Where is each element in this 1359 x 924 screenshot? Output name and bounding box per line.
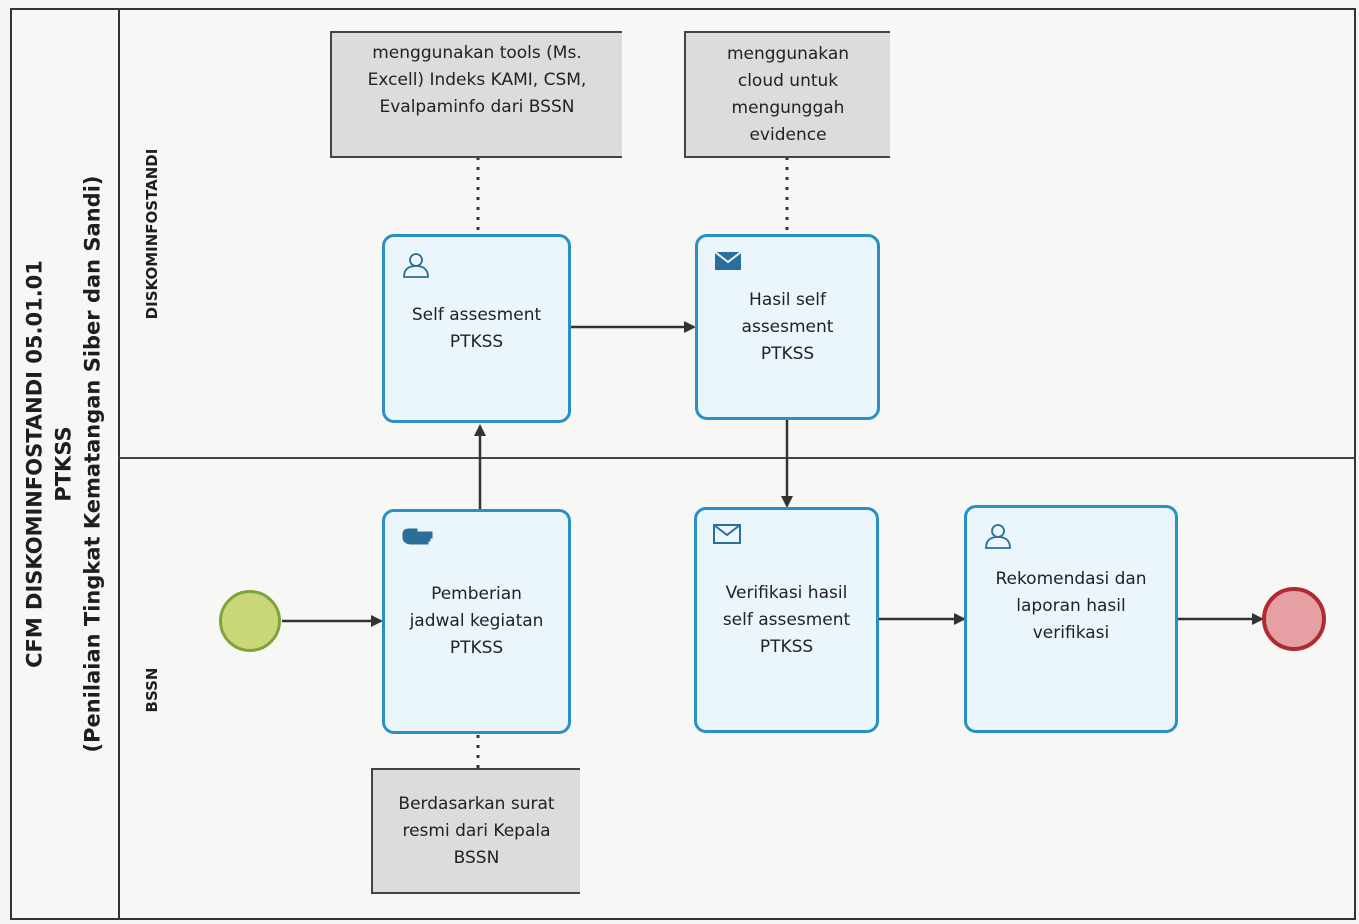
receive-message-icon bbox=[713, 524, 741, 544]
pool-header-divider bbox=[118, 8, 120, 920]
annotation-tools-line-1: menggunakan tools (Ms. bbox=[372, 43, 582, 63]
task-self-assessment-line-2: PTKSS bbox=[449, 331, 504, 352]
user-task-icon bbox=[985, 524, 1011, 549]
task-rekomendasi-line-3: verifikasi bbox=[1032, 623, 1110, 643]
task-hasil-self-assessment[interactable]: Hasil self assesment PTKSS bbox=[695, 234, 880, 420]
lane-divider bbox=[118, 457, 1356, 459]
annotation-surat-line-2: resmi dari Kepala bbox=[402, 820, 551, 841]
task-rekomendasi-line-2: laporan hasil bbox=[1016, 596, 1126, 616]
task-pemberian-line-1: Pemberian bbox=[431, 584, 522, 604]
task-pemberian-line-2: jadwal kegiatan bbox=[409, 611, 544, 631]
task-self-assessment[interactable]: Self assesment PTKSS bbox=[382, 234, 571, 423]
start-event[interactable] bbox=[219, 590, 281, 652]
task-verifikasi[interactable]: Verifikasi hasil self assesment PTKSS bbox=[694, 507, 879, 733]
user-task-icon bbox=[403, 253, 429, 278]
task-pemberian-jadwal[interactable]: Pemberian jadwal kegiatan PTKSS bbox=[382, 509, 571, 734]
send-message-icon bbox=[714, 251, 742, 270]
annotation-cloud-line-4: evidence bbox=[749, 124, 827, 145]
task-verifikasi-line-1: Verifikasi hasil bbox=[725, 582, 848, 603]
annotation-cloud-line-1: menggunakan bbox=[726, 43, 850, 64]
pool-frame bbox=[10, 8, 1356, 920]
task-pemberian-line-3: PTKSS bbox=[449, 638, 504, 658]
task-rekomendasi-line-1: Rekomendasi dan bbox=[995, 569, 1147, 589]
annotation-cloud-line-2: cloud untuk bbox=[737, 70, 839, 91]
task-hasil-line-2: assesment bbox=[741, 316, 834, 337]
annotation-tools-line-3: Evalpaminfo dari BSSN bbox=[379, 97, 575, 117]
end-event[interactable] bbox=[1262, 587, 1326, 651]
task-verifikasi-line-2: self assesment bbox=[722, 609, 851, 630]
task-rekomendasi[interactable]: Rekomendasi dan laporan hasil verifikasi bbox=[964, 505, 1178, 733]
annotation-surat-line-1: Berdasarkan surat bbox=[398, 793, 555, 814]
annotation-tools: menggunakan tools (Ms. Excell) Indeks KA… bbox=[330, 31, 622, 158]
task-self-assessment-line-1: Self assesment bbox=[411, 304, 542, 325]
annotation-surat: Berdasarkan surat resmi dari Kepala BSSN bbox=[371, 768, 580, 894]
annotation-cloud: menggunakan cloud untuk mengunggah evide… bbox=[684, 31, 890, 158]
manual-task-icon bbox=[402, 528, 433, 545]
task-hasil-line-1: Hasil self bbox=[749, 289, 826, 310]
task-hasil-line-3: PTKSS bbox=[760, 343, 815, 364]
annotation-tools-line-2: Excell) Indeks KAMI, CSM, bbox=[367, 70, 587, 90]
task-verifikasi-line-3: PTKSS bbox=[759, 636, 814, 657]
annotation-surat-line-3: BSSN bbox=[453, 847, 500, 868]
annotation-cloud-line-3: mengunggah bbox=[731, 97, 845, 118]
